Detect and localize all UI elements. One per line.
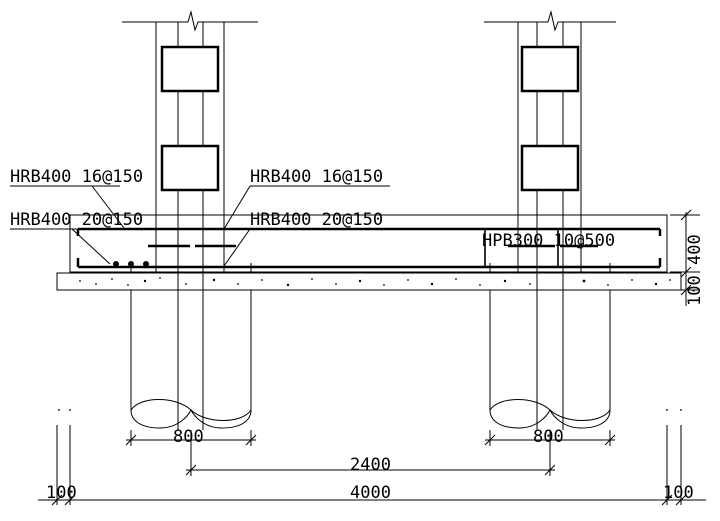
- rebar-label-top-right: HRB400 16@150: [250, 167, 383, 187]
- column-right-stirrup-upper: [520, 45, 580, 93]
- rebar-dot: [113, 261, 119, 267]
- dim-bedding-thickness: 100: [685, 275, 705, 306]
- rebar-label-bottom-right: HRB400 20@150: [250, 210, 383, 230]
- pile-right: [489, 263, 611, 429]
- rebar-label-stirrup: HPB300 10@500: [482, 231, 615, 251]
- dim-pile-left-width: 800: [173, 427, 204, 447]
- rebar-label-bottom-left: HRB400 20@150: [10, 210, 143, 230]
- column-left-stirrup-lower: [160, 144, 220, 192]
- horizontal-dimensions: [38, 409, 706, 506]
- rebar-label-top-left: HRB400 16@150: [10, 167, 143, 187]
- column-right: [484, 10, 616, 430]
- vertical-dimension: [670, 209, 700, 306]
- bedding-layer: [56, 272, 682, 291]
- rebar-dot: [143, 261, 149, 267]
- column-left: [122, 10, 258, 430]
- dim-overall-width: 4000: [350, 483, 391, 503]
- column-left-stirrup-upper: [160, 45, 220, 93]
- dim-edge-right: 100: [663, 483, 694, 503]
- dim-pile-spacing: 2400: [350, 455, 391, 475]
- leader-lines: [10, 185, 390, 267]
- dim-pile-right-width: 800: [533, 427, 564, 447]
- dim-slab-thickness: 400: [685, 234, 705, 265]
- dim-edge-left: 100: [46, 483, 77, 503]
- pile-left: [130, 263, 252, 429]
- column-right-stirrup-lower: [520, 144, 580, 192]
